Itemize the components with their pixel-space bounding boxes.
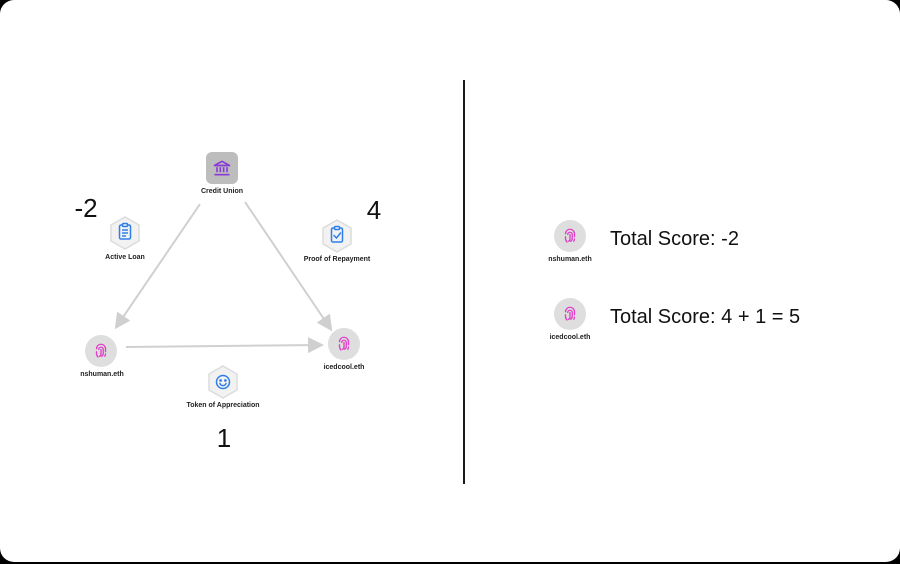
section-divider — [463, 80, 465, 484]
fingerprint-icon — [95, 343, 107, 358]
credit-union-node — [206, 152, 238, 184]
icedcool-label: icedcool.eth — [323, 364, 365, 371]
nshuman-node — [85, 335, 117, 367]
summary-nshuman-avatar — [554, 220, 586, 252]
fingerprint-icon — [564, 306, 576, 321]
clipboard-list-icon — [118, 222, 132, 240]
bank-icon — [213, 160, 231, 176]
edge-creditunion-to-nshuman — [114, 203, 201, 330]
edge-creditunion-to-icedcool — [244, 201, 333, 332]
active-loan-score: -2 — [74, 193, 98, 223]
nshuman-label: nshuman.eth — [80, 371, 124, 378]
fingerprint-icon — [564, 228, 576, 243]
credit-union-label: Credit Union — [201, 188, 243, 195]
icedcool-node — [328, 328, 360, 360]
token-of-appreciation-label: Token of Appreciation — [186, 402, 260, 409]
smiley-icon — [215, 374, 231, 390]
proof-of-repayment-score: 4 — [366, 195, 382, 225]
active-loan-badge — [110, 216, 140, 250]
proof-of-repayment-badge — [322, 219, 352, 253]
summary-icedcool-label: icedcool.eth — [549, 334, 591, 341]
summary-nshuman-label: nshuman.eth — [548, 256, 592, 263]
fingerprint-icon — [338, 336, 350, 351]
token-of-appreciation-badge — [208, 365, 238, 399]
summary-icedcool-avatar — [554, 298, 586, 330]
proof-of-repayment-label: Proof of Repayment — [303, 256, 371, 263]
active-loan-label: Active Loan — [105, 254, 145, 261]
token-of-appreciation-score: 1 — [216, 423, 232, 453]
summary-nshuman-score: Total Score: -2 — [610, 228, 739, 250]
clipboard-check-icon — [330, 225, 344, 243]
summary-icedcool-score: Total Score: 4 + 1 = 5 — [610, 306, 801, 328]
edge-nshuman-to-icedcool — [125, 337, 324, 354]
